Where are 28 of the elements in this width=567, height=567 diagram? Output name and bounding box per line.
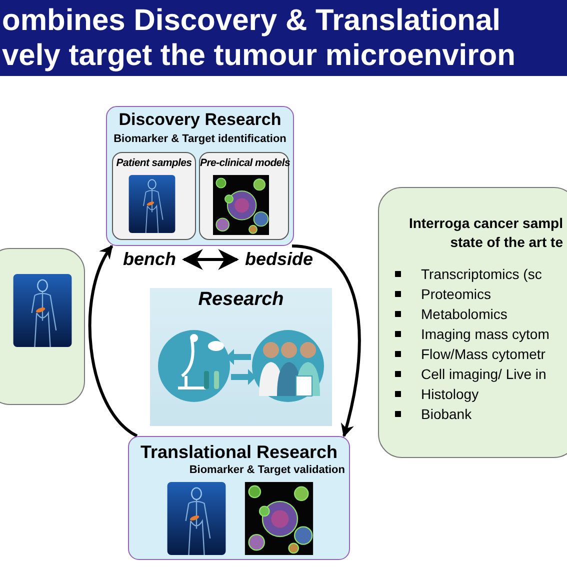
research-stage-box	[128, 436, 350, 560]
sample-panel	[199, 152, 289, 240]
panel-label: Patient samples	[115, 157, 193, 169]
list-item: Biobank	[421, 406, 472, 422]
box-heading: Discovery Research	[118, 110, 282, 130]
techniques-panel	[378, 187, 567, 458]
title-banner: ombines Discovery & Translational vely target the tumour microenviron	[0, 0, 567, 76]
side-panel	[0, 248, 85, 405]
illustration-heading: Research	[197, 289, 285, 311]
side-label: bedside	[245, 249, 314, 270]
cycle-arrow	[88, 244, 138, 438]
illustration-panel	[150, 288, 332, 426]
list-item: Cell imaging/ Live in	[421, 366, 546, 382]
double-arrow	[182, 249, 240, 270]
panel-heading: Interroga cancer sampl state of the art te	[408, 214, 563, 252]
sample-panel	[112, 152, 196, 240]
list-item: Flow/Mass cytometr	[421, 346, 546, 362]
research-stage-box	[106, 106, 294, 246]
side-label: bench	[123, 249, 176, 270]
list-item: Imaging mass cytom	[421, 326, 550, 342]
box-subheading: Biomarker & Target validation	[188, 463, 346, 478]
list-item: Histology	[421, 386, 479, 402]
box-heading: Translational Research	[139, 442, 339, 462]
list-item: Proteomics	[421, 286, 492, 302]
list-item: Transcriptomics (sc	[421, 266, 542, 282]
list-item: Metabolomics	[421, 306, 508, 322]
box-subheading: Biomarker & Target identification	[112, 132, 288, 147]
cycle-arrow	[292, 244, 361, 438]
